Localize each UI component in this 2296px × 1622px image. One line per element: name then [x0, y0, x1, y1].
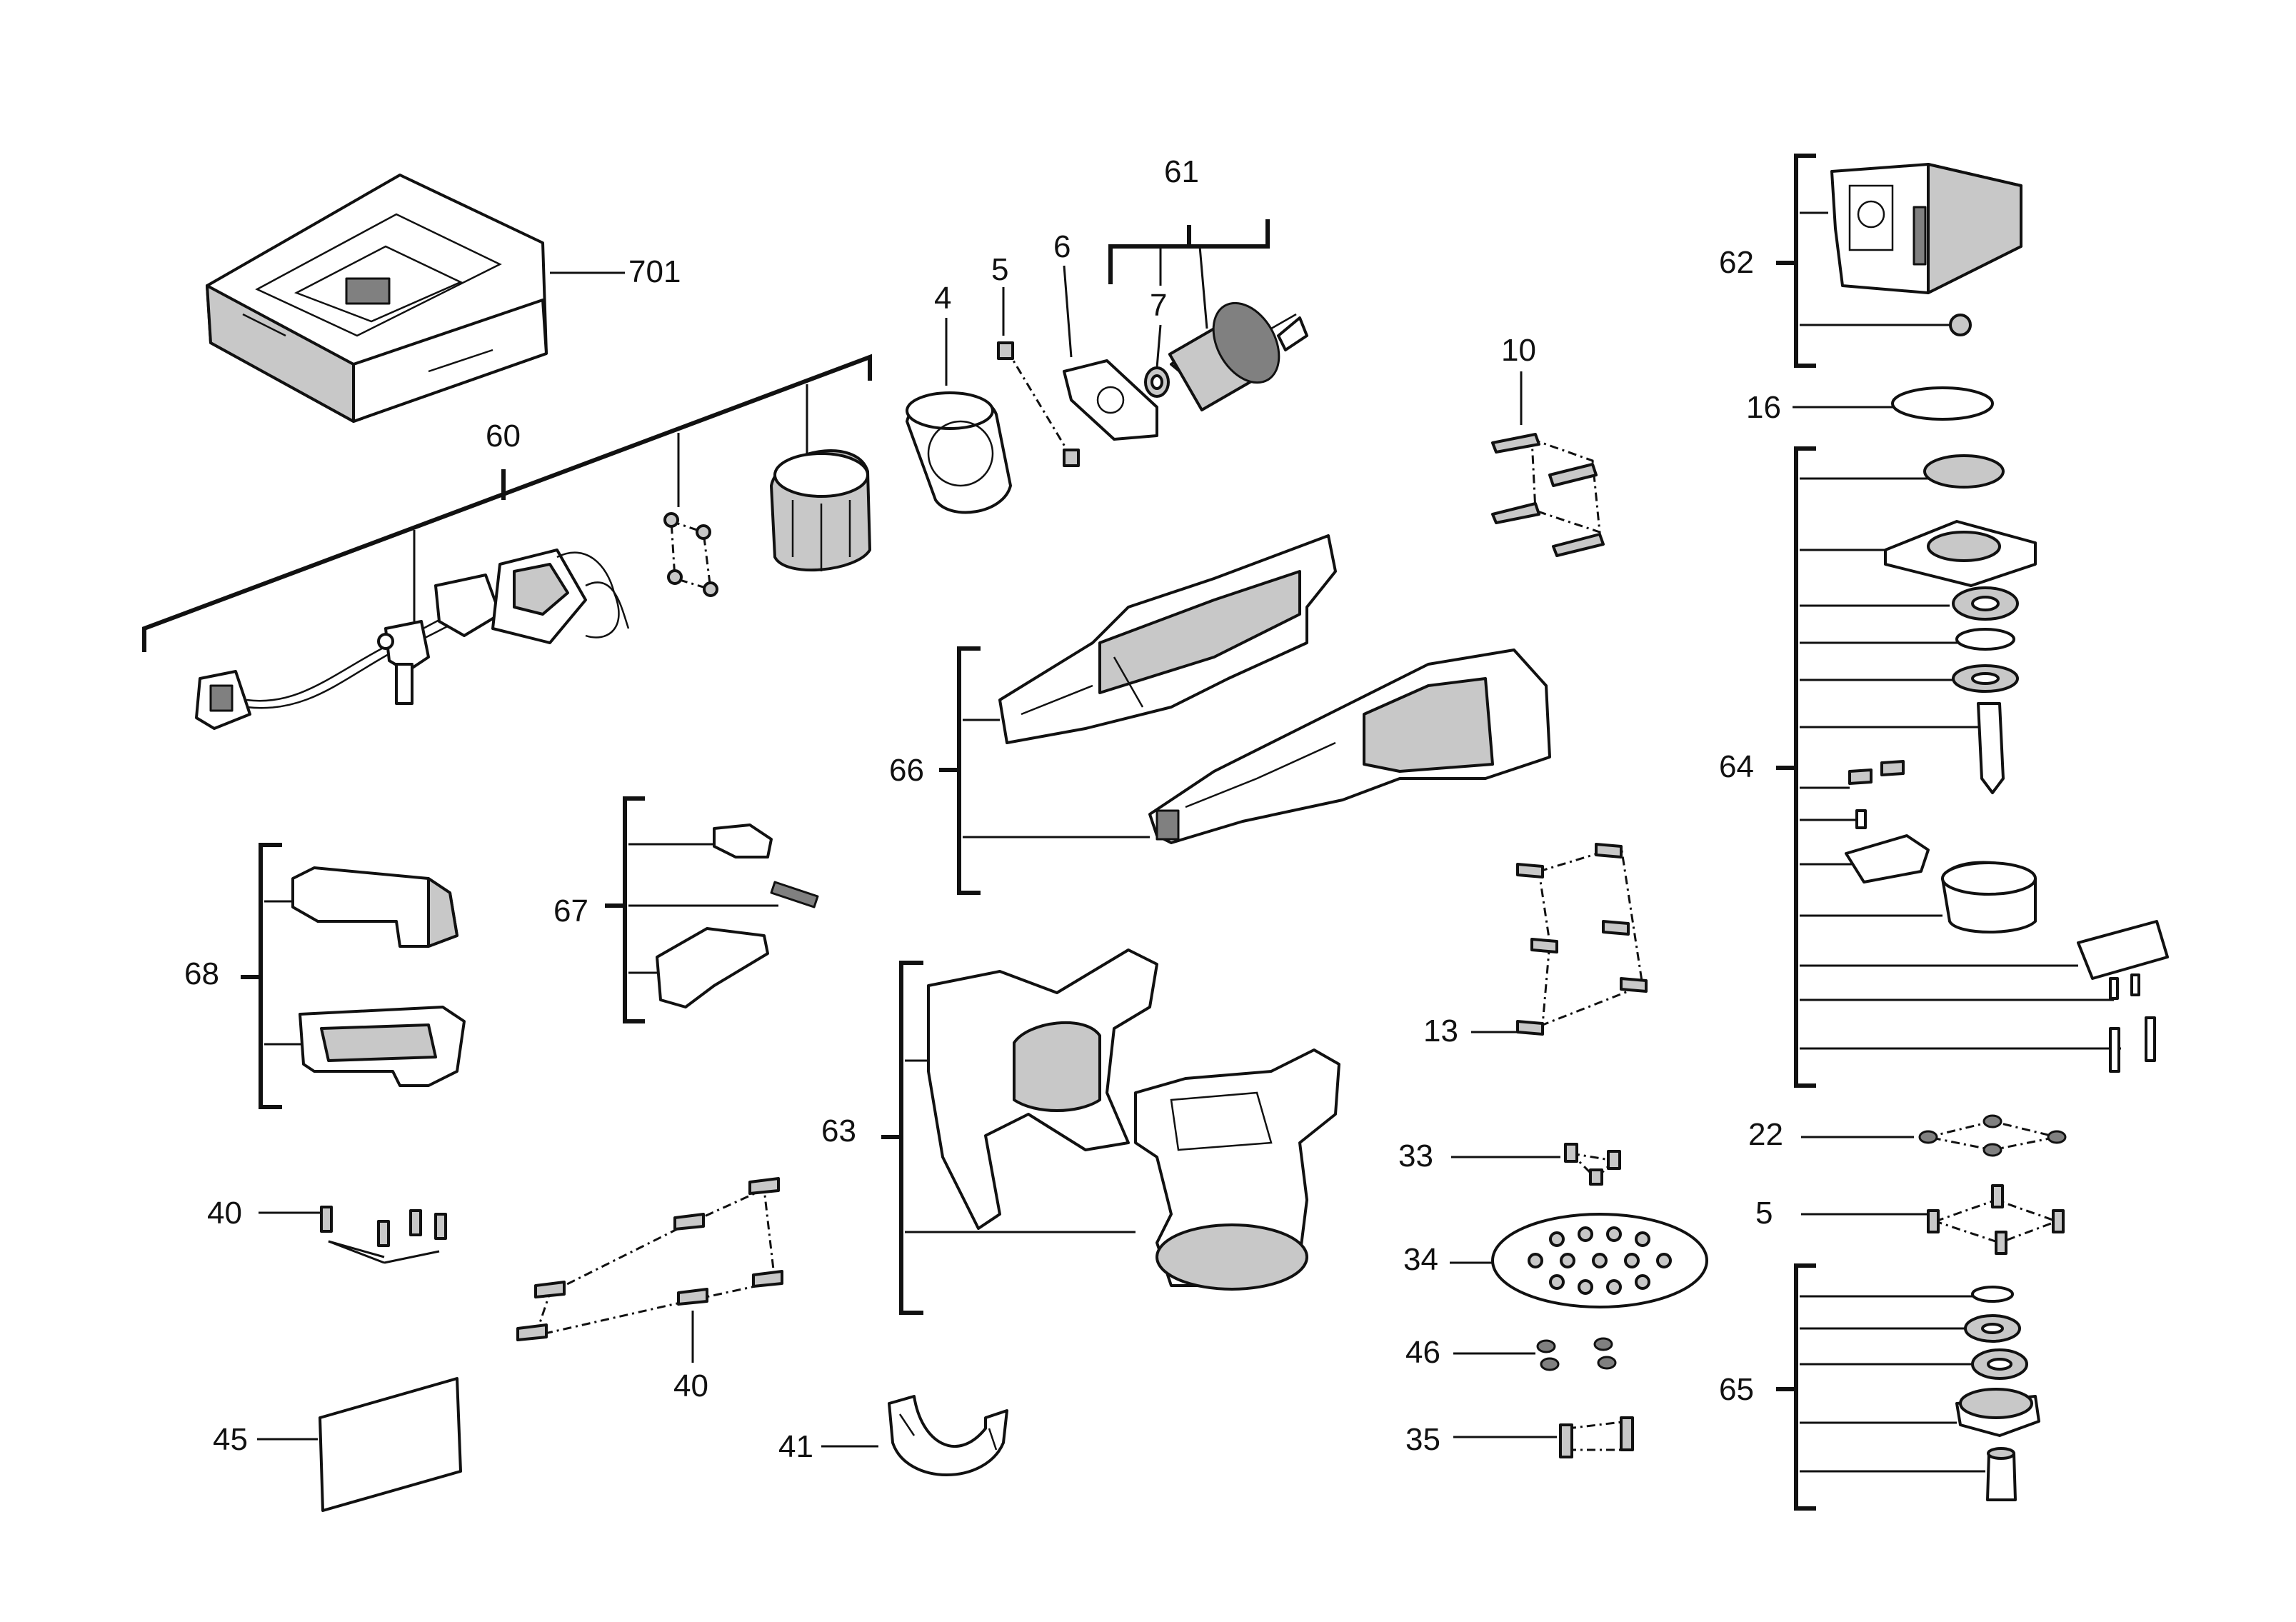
base-housing	[927, 948, 1340, 1291]
leader-lines	[142, 154, 2121, 1511]
screw-5-top	[997, 341, 1080, 467]
label-41: 41	[778, 1429, 813, 1464]
bracket-66	[957, 646, 981, 895]
label-4: 4	[934, 281, 951, 316]
label-46: 46	[1405, 1335, 1440, 1370]
label-66: 66	[889, 753, 924, 788]
battery-cover	[291, 866, 466, 1087]
label-45: 45	[213, 1422, 248, 1457]
bracket-60	[142, 354, 872, 652]
label-16: 16	[1746, 390, 1781, 425]
screw-set-35	[1559, 1416, 1634, 1458]
bearing-plate	[1063, 359, 1158, 441]
label-61: 61	[1164, 154, 1199, 189]
carry-case	[206, 174, 548, 423]
label-67: 67	[553, 893, 588, 928]
bracket-67	[623, 796, 645, 1023]
screw-set-40-bottom	[516, 1177, 783, 1341]
label-6: 6	[1053, 229, 1071, 264]
fan-baffle	[906, 391, 1012, 514]
label-33: 33	[1398, 1138, 1433, 1173]
label-60: 60	[486, 419, 521, 454]
screw-set-13	[1516, 843, 1648, 1036]
bearing-7	[1144, 366, 1170, 398]
label-701: 701	[628, 254, 681, 289]
label-40-bottom: 40	[673, 1368, 708, 1403]
sanding-pad	[1491, 1213, 1708, 1308]
label-40-left: 40	[207, 1196, 242, 1231]
label-5-top: 5	[991, 252, 1008, 287]
belt-clip	[888, 1395, 1008, 1476]
screw-set-40-left	[320, 1206, 447, 1247]
label-63: 63	[821, 1113, 856, 1148]
label-10: 10	[1501, 333, 1536, 368]
label-7: 7	[1150, 288, 1167, 323]
motor-stator	[770, 449, 871, 572]
label-35: 35	[1405, 1422, 1440, 1457]
label-sheet	[319, 1377, 462, 1512]
label-22: 22	[1748, 1117, 1783, 1152]
bracket-68	[259, 843, 282, 1109]
wiring-harness	[195, 549, 630, 730]
screw-set-5-right	[1927, 1184, 2065, 1255]
label-68: 68	[184, 956, 219, 991]
screw-set-10	[1491, 433, 1605, 557]
label-13: 13	[1423, 1013, 1458, 1048]
bracket-64	[1794, 446, 1816, 1088]
o-ring	[1891, 386, 1994, 421]
part-labels: 702 701 61 5 6 4 7 62 60 10 16 66 64 68 …	[184, 154, 1783, 1464]
label-34: 34	[1403, 1242, 1438, 1277]
label-64: 64	[1719, 749, 1754, 784]
screw-set-22	[1918, 1114, 2067, 1157]
screw-set-46	[1536, 1337, 1617, 1371]
handle-housing	[998, 534, 1551, 844]
armature	[1168, 301, 1308, 411]
label-5-right: 5	[1755, 1196, 1773, 1231]
switch-parts	[656, 823, 819, 1008]
label-65: 65	[1719, 1372, 1754, 1407]
bracket-62	[1794, 154, 1816, 368]
screw-set-60	[663, 512, 718, 597]
gear-housing	[1830, 163, 2022, 336]
bracket-63	[899, 961, 923, 1315]
bearing-set-65	[1955, 1286, 2040, 1501]
label-62: 62	[1719, 245, 1754, 280]
spindle-assembly	[1845, 454, 2169, 1073]
screw-set-33	[1564, 1143, 1621, 1186]
